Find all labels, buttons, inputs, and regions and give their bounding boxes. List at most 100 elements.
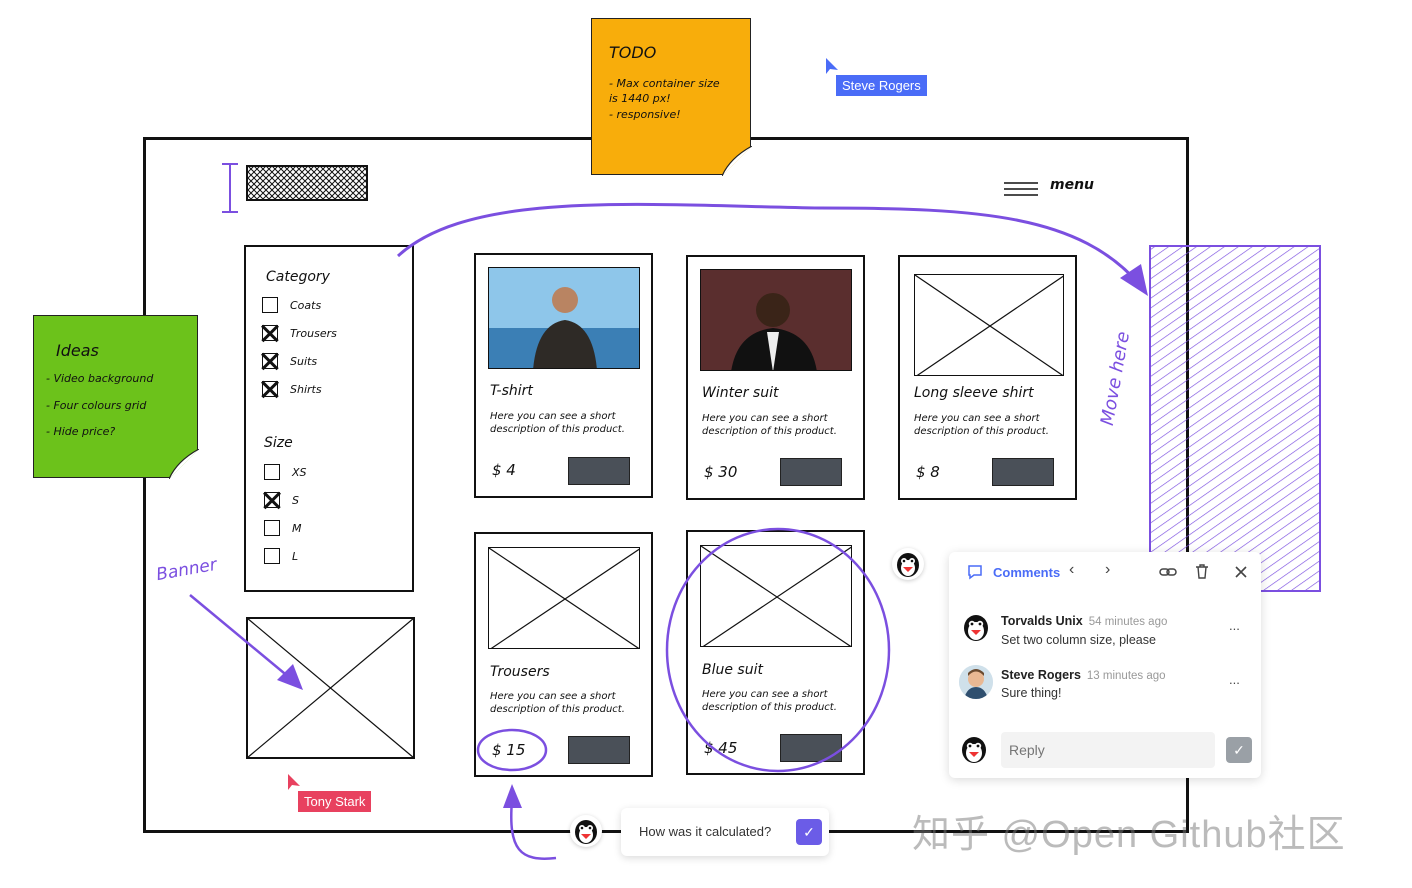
link-icon[interactable] <box>1159 564 1177 580</box>
todo-sticky-note[interactable]: TODO - Max container size is 1440 px! - … <box>591 18 752 176</box>
new-comment-bubble: How was it calculated? ✓ <box>621 808 829 856</box>
add-to-cart-button[interactable] <box>780 458 842 486</box>
menu-label: menu <box>1050 177 1095 193</box>
checkbox-size-s[interactable] <box>264 492 280 508</box>
checkbox-label: S <box>292 494 299 507</box>
add-to-cart-button[interactable] <box>992 458 1054 486</box>
product-price: $ 45 <box>704 739 738 757</box>
checkbox-size-m[interactable] <box>264 520 280 536</box>
ideas-line: - Four colours grid <box>46 399 147 412</box>
add-to-cart-button[interactable] <box>568 457 630 485</box>
checkbox-shirts[interactable] <box>262 381 278 397</box>
product-image <box>700 269 852 371</box>
annotation-arrow <box>189 594 303 690</box>
product-title: Winter suit <box>702 385 779 401</box>
checkbox-trousers[interactable] <box>262 325 278 341</box>
product-price: $ 15 <box>492 741 526 759</box>
banner-placeholder[interactable] <box>246 617 415 759</box>
checkbox-label: XS <box>292 466 307 479</box>
checkbox-label: Trousers <box>290 327 337 340</box>
penguin-avatar-icon <box>964 615 988 641</box>
filter-panel: Category Coats Trousers Suits Shirts Siz… <box>244 245 414 592</box>
image-placeholder <box>914 274 1064 376</box>
product-title: T-shirt <box>490 383 533 399</box>
checkmark-icon: ✓ <box>803 824 815 840</box>
checkbox-coats[interactable] <box>262 297 278 313</box>
more-options-icon[interactable]: ... <box>1229 672 1240 687</box>
add-to-cart-button[interactable] <box>568 736 630 764</box>
trash-icon[interactable] <box>1194 563 1210 580</box>
submit-comment-button[interactable]: ✓ <box>796 819 822 845</box>
page-curl-icon <box>722 146 752 176</box>
watermark: 知乎 @Open Github社区 <box>912 814 1346 856</box>
comment-time: 13 minutes ago <box>1086 670 1166 682</box>
comment-marker[interactable] <box>892 548 924 580</box>
avatar <box>957 732 991 766</box>
comment-time: 54 minutes ago <box>1088 616 1168 628</box>
penguin-avatar-icon <box>575 820 597 844</box>
product-title: Trousers <box>490 664 550 680</box>
comment-text: Set two column size, please <box>1001 633 1156 647</box>
checkbox-suits[interactable] <box>262 353 278 369</box>
add-to-cart-button[interactable] <box>780 734 842 762</box>
product-card[interactable]: Blue suit Here you can see a short descr… <box>686 530 865 775</box>
page-curl-icon <box>169 449 199 479</box>
product-description: Here you can see a short description of … <box>702 413 837 437</box>
avatar <box>959 610 993 644</box>
logo-placeholder[interactable] <box>218 160 373 216</box>
product-card[interactable]: Winter suit Here you can see a short des… <box>686 255 865 500</box>
image-placeholder <box>488 547 640 649</box>
checkmark-icon: ✓ <box>1233 742 1245 758</box>
checkbox-label: Suits <box>290 355 318 368</box>
product-image <box>488 267 640 369</box>
chevron-left-icon[interactable]: ‹ <box>1069 561 1075 578</box>
checkbox-label: Coats <box>290 299 322 312</box>
penguin-avatar-icon <box>962 737 986 763</box>
menu-button[interactable]: menu <box>1002 177 1094 205</box>
cursor-arrow-icon <box>826 58 838 74</box>
ideas-sticky-note[interactable]: Ideas - Video background - Four colours … <box>33 315 199 479</box>
send-reply-button[interactable]: ✓ <box>1226 737 1252 763</box>
comment-text: Sure thing! <box>1001 686 1062 700</box>
todo-line: - responsive! <box>609 108 681 121</box>
penguin-avatar-icon <box>897 553 919 577</box>
more-options-icon[interactable]: ... <box>1229 618 1240 633</box>
person-avatar-icon <box>959 665 993 699</box>
new-comment-input[interactable]: How was it calculated? <box>639 824 772 839</box>
checkbox-size-xs[interactable] <box>264 464 280 480</box>
checkbox-size-l[interactable] <box>264 548 280 564</box>
comment-icon <box>968 565 982 580</box>
reply-input[interactable] <box>1001 732 1215 768</box>
hamburger-icon <box>1004 182 1038 196</box>
product-price: $ 8 <box>916 463 940 481</box>
product-description: Here you can see a short description of … <box>490 411 625 435</box>
product-price: $ 4 <box>492 461 516 479</box>
todo-line: - Max container size <box>609 77 720 90</box>
person-photo-icon <box>701 270 851 370</box>
avatar <box>570 815 602 847</box>
ideas-line: - Video background <box>46 372 154 385</box>
product-description: Here you can see a short description of … <box>490 691 625 715</box>
product-description: Here you can see a short description of … <box>702 689 837 713</box>
checkbox-label: M <box>292 522 302 535</box>
chevron-right-icon[interactable]: › <box>1105 561 1111 578</box>
product-title: Long sleeve shirt <box>914 385 1034 401</box>
person-photo-icon <box>489 268 639 368</box>
cursor-arrow-icon <box>288 774 300 790</box>
product-card[interactable]: Long sleeve shirt Here you can see a sho… <box>898 255 1077 500</box>
collaborator-cursor-label: Tony Stark <box>298 791 372 812</box>
comments-header-label: Comments <box>993 565 1061 580</box>
checkbox-label: L <box>292 550 299 563</box>
checkbox-label: Shirts <box>290 383 322 396</box>
image-placeholder <box>700 545 852 647</box>
size-heading: Size <box>264 435 293 451</box>
close-icon[interactable] <box>1234 565 1248 579</box>
avatar <box>959 665 993 699</box>
product-card[interactable]: Trousers Here you can see a short descri… <box>474 532 653 777</box>
product-description: Here you can see a short description of … <box>914 413 1049 437</box>
product-card[interactable]: T-shirt Here you can see a short descrip… <box>474 253 653 498</box>
ideas-line: - Hide price? <box>46 425 116 438</box>
todo-line: is 1440 px! <box>609 92 671 105</box>
